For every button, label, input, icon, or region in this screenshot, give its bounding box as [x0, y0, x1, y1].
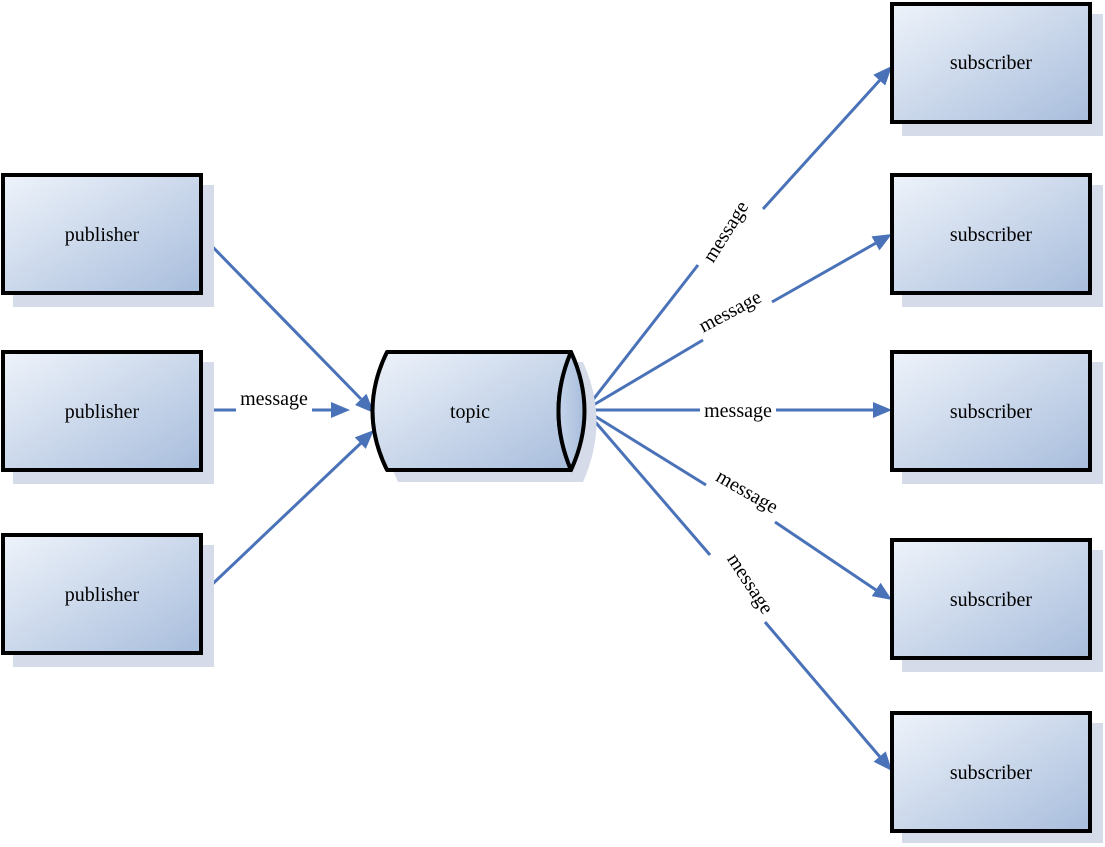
arrowhead-icon: [873, 66, 892, 86]
arrowhead-icon: [354, 430, 374, 449]
node-label: subscriber: [950, 589, 1033, 611]
arrowhead-icon: [873, 751, 892, 771]
arrowhead-icon: [331, 402, 350, 418]
subscriber-node: subscriber: [890, 538, 1103, 672]
publisher-box: [1, 173, 203, 295]
edge-topic-subscriber-5: message: [583, 409, 892, 771]
node-label: publisher: [65, 224, 140, 246]
arrowhead-icon: [873, 402, 892, 418]
edge-line: [761, 78, 882, 211]
arrowhead-icon: [871, 582, 892, 600]
subscriber-node: subscriber: [890, 2, 1103, 136]
edge-publisher-3-topic: [200, 430, 374, 596]
publisher-node: publisher: [1, 173, 214, 307]
edge-line: [200, 441, 363, 596]
edge-topic-subscriber-2: message: [584, 234, 892, 412]
edge-label: message: [699, 197, 754, 266]
edge-label: message: [240, 388, 308, 410]
subscriber-node: subscriber: [890, 173, 1103, 307]
edge-publisher-2-topic: message: [202, 388, 350, 418]
edge-line: [583, 409, 712, 556]
node-label: subscriber: [950, 224, 1033, 246]
publisher-node: publisher: [1, 533, 214, 667]
subscriber-box: [890, 350, 1092, 472]
edge-line: [763, 621, 882, 758]
node-label: subscriber: [950, 762, 1033, 784]
edge-line: [771, 241, 877, 304]
subscriber-box: [890, 538, 1092, 660]
subscriber-box: [890, 711, 1092, 833]
node-label: subscriber: [950, 52, 1033, 74]
edge-line: [774, 520, 877, 592]
subscriber-box: [890, 173, 1092, 295]
node-label: publisher: [65, 401, 140, 423]
node-label: topic: [450, 401, 490, 423]
node-label: publisher: [65, 584, 140, 606]
edge-topic-subscriber-1: message: [583, 66, 892, 411]
edge-line: [584, 408, 707, 487]
subscriber-node: subscriber: [890, 711, 1103, 843]
publisher-box: [1, 533, 203, 655]
edge-label: message: [695, 286, 765, 337]
subscriber-node: subscriber: [890, 350, 1103, 484]
publisher-node: publisher: [1, 350, 214, 484]
edge-label: message: [712, 465, 782, 518]
edge-topic-subscriber-3: message: [585, 400, 892, 422]
edge-publisher-1-topic: [200, 234, 374, 413]
edge-line: [583, 264, 700, 411]
topic-node: topic: [370, 350, 597, 482]
arrowhead-icon: [355, 393, 374, 413]
edge-line: [584, 338, 704, 412]
topic-cylinder-cap: [556, 350, 587, 472]
arrowhead-icon: [871, 234, 892, 251]
node-label: subscriber: [950, 401, 1033, 423]
edge-label: message: [704, 400, 772, 422]
publisher-box: [1, 350, 203, 472]
edge-line: [200, 234, 363, 401]
edge-label: message: [722, 549, 777, 618]
subscriber-box: [890, 2, 1092, 124]
